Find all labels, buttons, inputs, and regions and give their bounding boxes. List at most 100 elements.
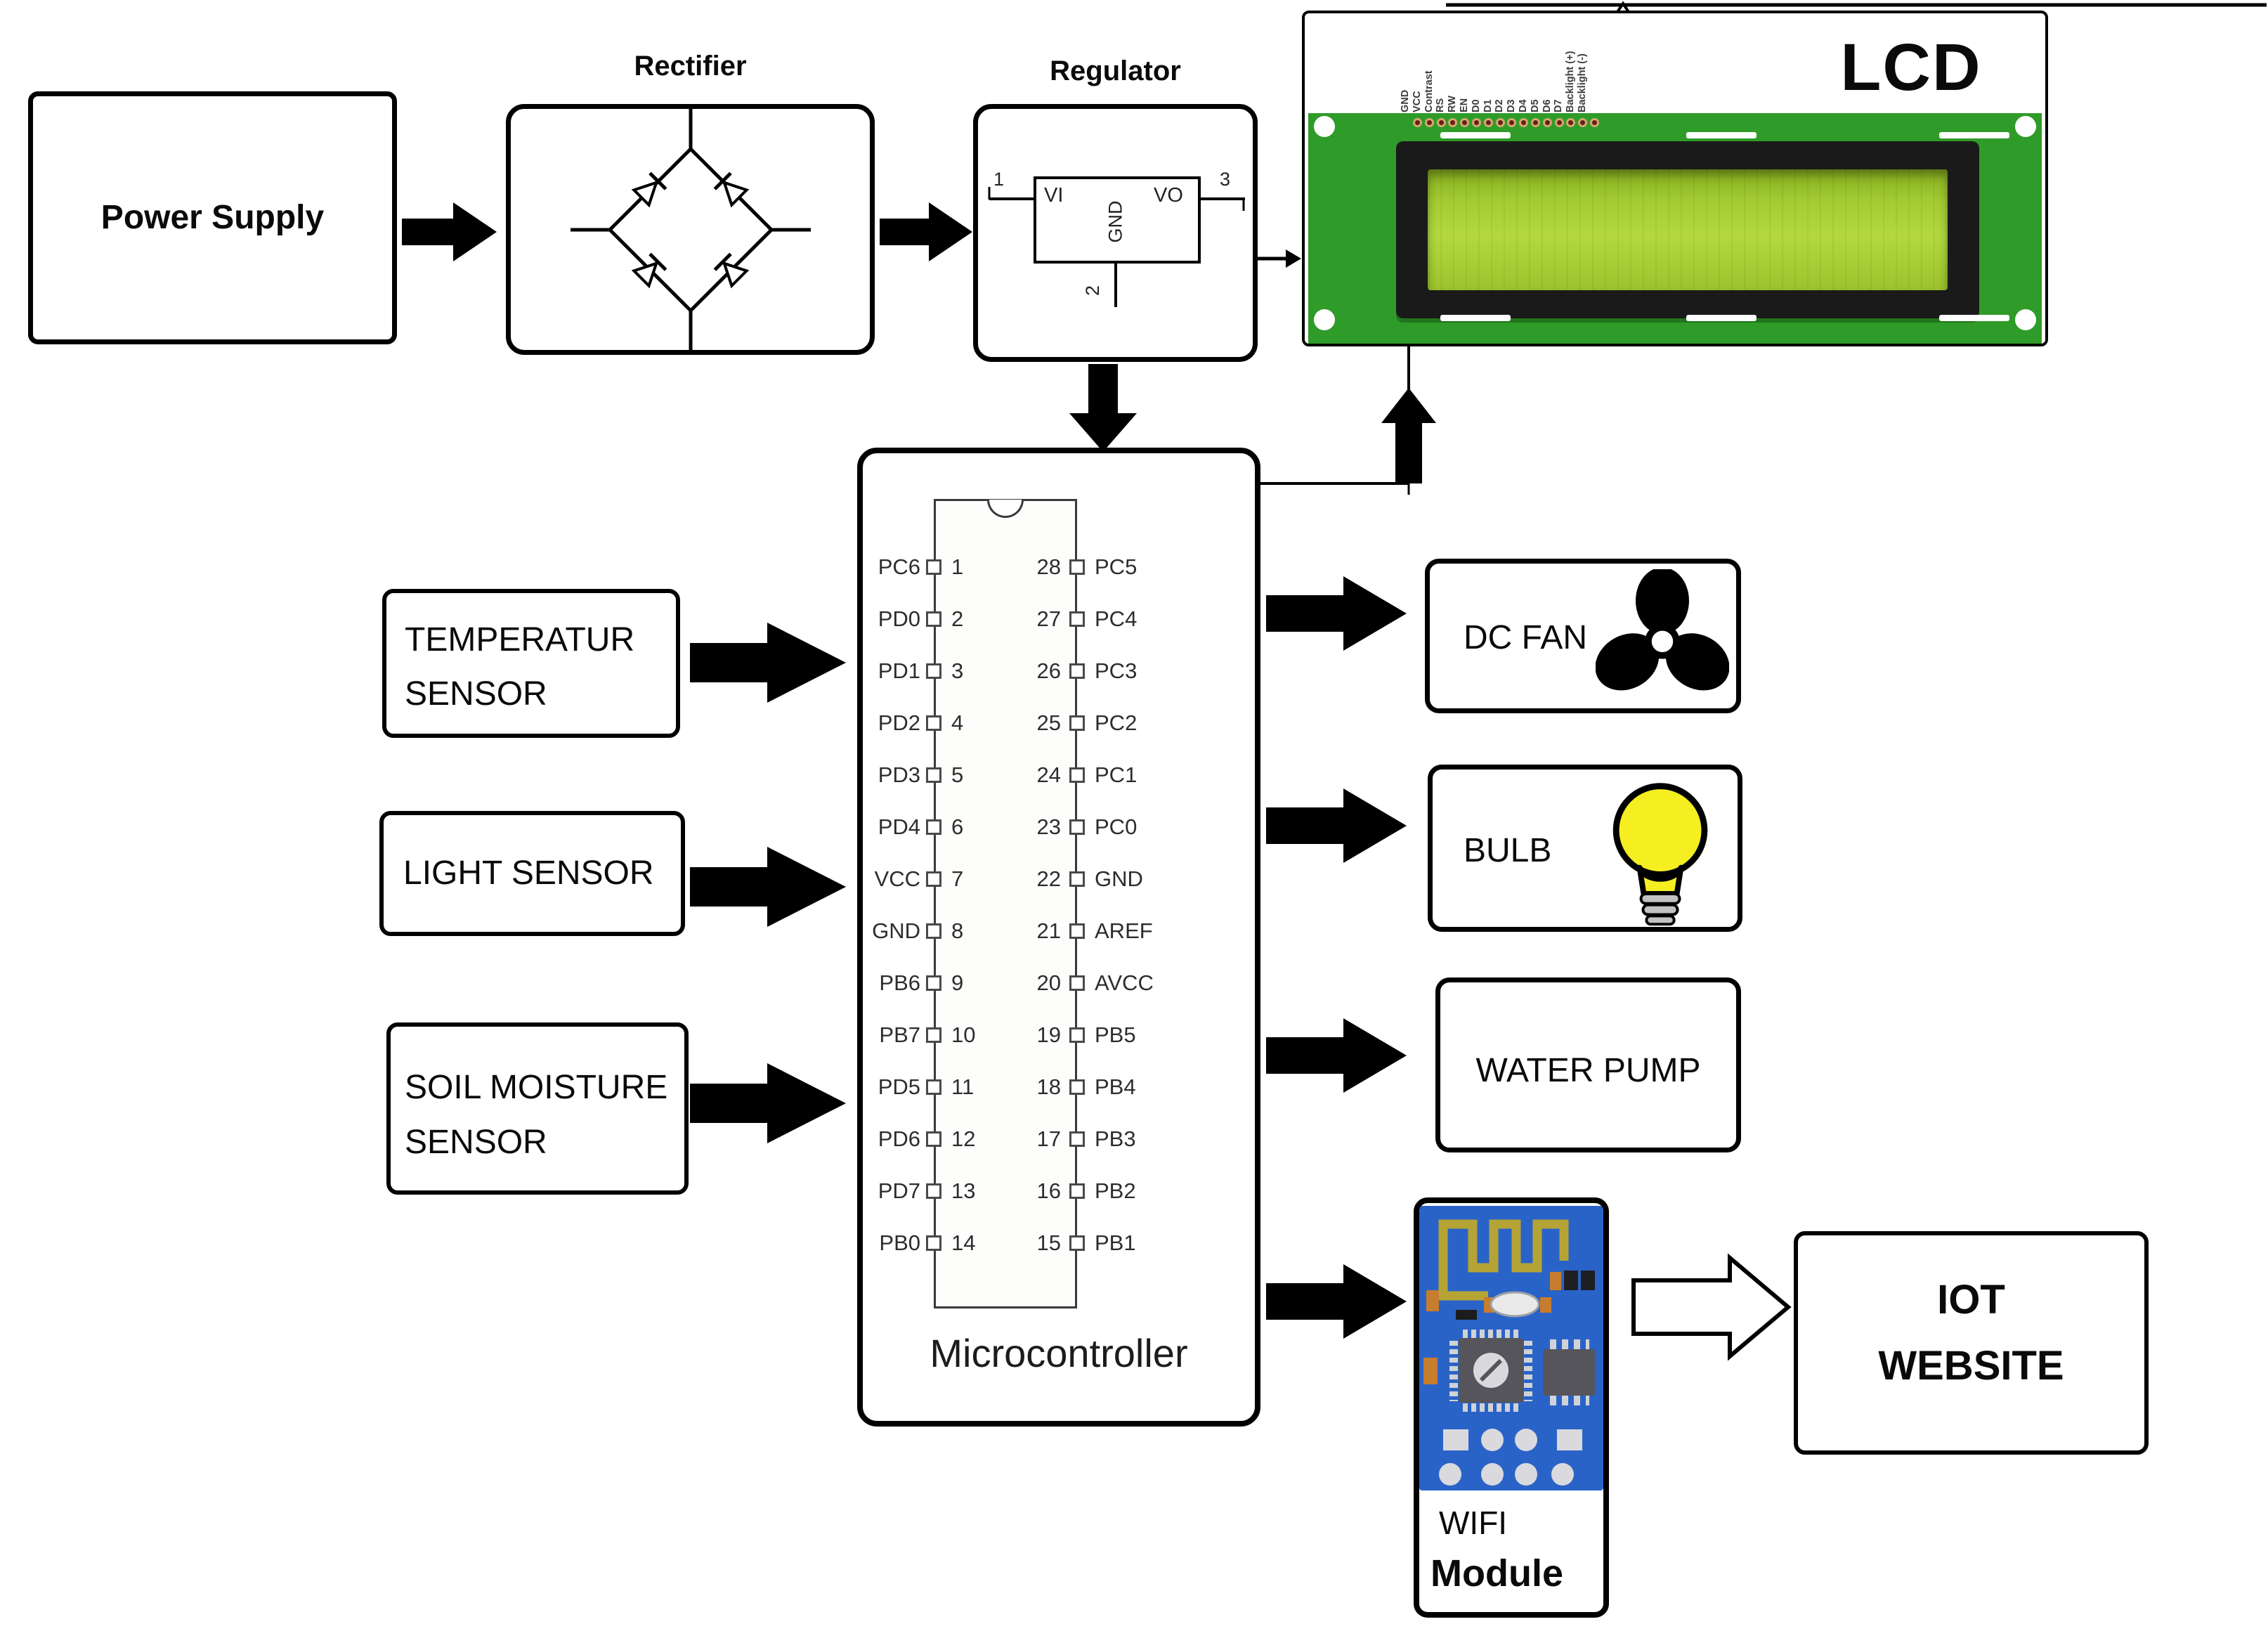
- mcu-pin-left-label: PB0: [879, 1230, 920, 1255]
- lcd-pin-label: RW: [1447, 96, 1459, 112]
- mcu-pin-left-number: 6: [951, 814, 964, 839]
- arrowhead-regulator-to-lcd-icon: [1286, 249, 1301, 268]
- mcu-pin-right-label: PB3: [1095, 1126, 1136, 1151]
- mcu-pin-right-pad: [1069, 715, 1085, 731]
- regulator-pin1-label: 1: [993, 169, 1005, 190]
- wifi-module-block: WIFI Module: [1414, 1197, 1609, 1618]
- mcu-pin-right-label: PC3: [1095, 658, 1138, 683]
- regulator-pin3-label: 3: [1220, 169, 1231, 190]
- mcu-pin-right-number: 26: [1036, 658, 1061, 683]
- lcd-title: LCD: [1840, 30, 1982, 105]
- mcu-pin-left-pad: [926, 1079, 941, 1095]
- mcu-pin-left-label: PD1: [878, 658, 920, 683]
- lcd-pin-dot: [1436, 118, 1446, 127]
- arrow-mcu-to-bulb-icon: [1266, 788, 1407, 863]
- mcu-pin-left-number: 11: [951, 1074, 975, 1099]
- temperature-sensor-label-line2: SENSOR: [405, 675, 547, 713]
- mcu-pin-right-label: PB1: [1095, 1230, 1136, 1255]
- mcu-pin-right-pad: [1069, 975, 1085, 991]
- mcu-pin-right-label: PB5: [1095, 1022, 1136, 1047]
- mcu-pin-right-pad: [1069, 1027, 1085, 1043]
- mcu-pin-left-pad: [926, 1183, 941, 1199]
- mcu-pin-right-label: PC2: [1095, 710, 1138, 735]
- arrow-mcu-to-lcd-icon: [1381, 388, 1436, 483]
- mcu-pin-right-number: 20: [1036, 970, 1061, 995]
- lcd-pin-label: VCC: [1411, 91, 1423, 112]
- mcu-pin-left-label: PD0: [878, 606, 920, 631]
- mcu-pin-left-label: GND: [872, 918, 920, 943]
- lcd-pin-dot: [1566, 118, 1576, 127]
- soil-moisture-sensor-block: SOIL MOISTURE SENSOR: [386, 1022, 689, 1195]
- arrow-wifi-to-iot-icon: [1631, 1253, 1792, 1361]
- lcd-pad-dash: [1939, 315, 2009, 321]
- mcu-pin-left-pad: [926, 611, 941, 627]
- regulator-title: Regulator: [1050, 56, 1181, 86]
- iot-label-line1: IOT: [1937, 1277, 2005, 1323]
- mcu-pin-right-label: PC5: [1095, 554, 1138, 579]
- lcd-pin-label: Backlight (-): [1577, 53, 1588, 112]
- dc-fan-block: DC FAN: [1425, 559, 1741, 713]
- soil-moisture-label-line2: SENSOR: [405, 1124, 547, 1161]
- light-sensor-block: LIGHT SENSOR: [379, 811, 685, 936]
- arrow-power-to-rectifier-icon: [402, 202, 497, 261]
- power-supply-label: Power Supply: [100, 199, 325, 236]
- lcd-pad-dash: [1440, 315, 1511, 321]
- lcd-pin-label: D3: [1506, 99, 1518, 112]
- mcu-pin-left-pad: [926, 871, 941, 887]
- mcu-pin-right-number: 28: [1036, 554, 1061, 579]
- mcu-pin-right-pad: [1069, 611, 1085, 627]
- mcu-pin-right-pad: [1069, 871, 1085, 887]
- lcd-pin-dot: [1448, 118, 1458, 127]
- light-sensor-label: LIGHT SENSOR: [403, 855, 654, 892]
- mcu-pin-left-number: 2: [951, 606, 964, 631]
- lcd-pin-label: Backlight (+): [1565, 51, 1577, 112]
- lcd-pin-dot: [1578, 118, 1588, 127]
- mcu-pin-left-label: PB7: [879, 1022, 920, 1047]
- lcd-pad-dash: [1939, 132, 2009, 138]
- arrow-mcu-to-fan-icon: [1266, 576, 1407, 651]
- mcu-pin-left-label: PD5: [878, 1074, 920, 1099]
- esp8266-board-image: [1419, 1206, 1603, 1490]
- mcu-pin-right-label: PB4: [1095, 1074, 1136, 1099]
- fan-icon: [1596, 569, 1729, 691]
- mcu-pin-right-number: 21: [1036, 918, 1061, 943]
- mcu-pin-left-number: 8: [951, 918, 964, 943]
- mcu-pin-left-number: 3: [951, 658, 964, 683]
- iot-label-line2: WEBSITE: [1878, 1343, 2064, 1389]
- soil-moisture-label-line1: SOIL MOISTURE: [405, 1069, 668, 1106]
- mcu-pin-row: PD1 3 26 PC3: [864, 657, 1258, 685]
- lcd-pad-dash: [1686, 315, 1757, 321]
- mcu-pin-right-number: 25: [1036, 710, 1061, 735]
- lcd-mount-hole: [1314, 116, 1335, 137]
- lcd-pin-label: Contrast: [1423, 70, 1435, 112]
- lcd-pin-label: D6: [1541, 99, 1553, 112]
- mcu-pin-right-label: PC1: [1095, 762, 1138, 787]
- mcu-pin-right-pad: [1069, 819, 1085, 835]
- arrow-temperature-to-mcu-icon: [690, 623, 846, 703]
- mcu-pin-right-number: 23: [1036, 814, 1061, 839]
- mcu-pin-right-pad: [1069, 923, 1085, 939]
- lcd-pin-dot: [1554, 118, 1564, 127]
- mcu-pin-left-pad: [926, 819, 941, 835]
- mcu-pin-right-number: 24: [1036, 762, 1061, 787]
- mcu-pin-left-pad: [926, 1235, 941, 1251]
- mcu-pin-left-label: PC6: [878, 554, 920, 579]
- mcu-pin-left-pad: [926, 1027, 941, 1043]
- mcu-pin-right-pad: [1069, 767, 1085, 783]
- lcd-pin-dot: [1483, 118, 1493, 127]
- lcd-pin-dot: [1424, 118, 1434, 127]
- regulator-symbol: [988, 176, 1245, 307]
- mcu-pin-right-label: PC4: [1095, 606, 1138, 631]
- bulb-block: BULB: [1428, 765, 1742, 932]
- microcontroller-label: Microcontroller: [930, 1331, 1188, 1375]
- bulb-icon: [1612, 783, 1708, 926]
- power-supply-block: [28, 91, 397, 344]
